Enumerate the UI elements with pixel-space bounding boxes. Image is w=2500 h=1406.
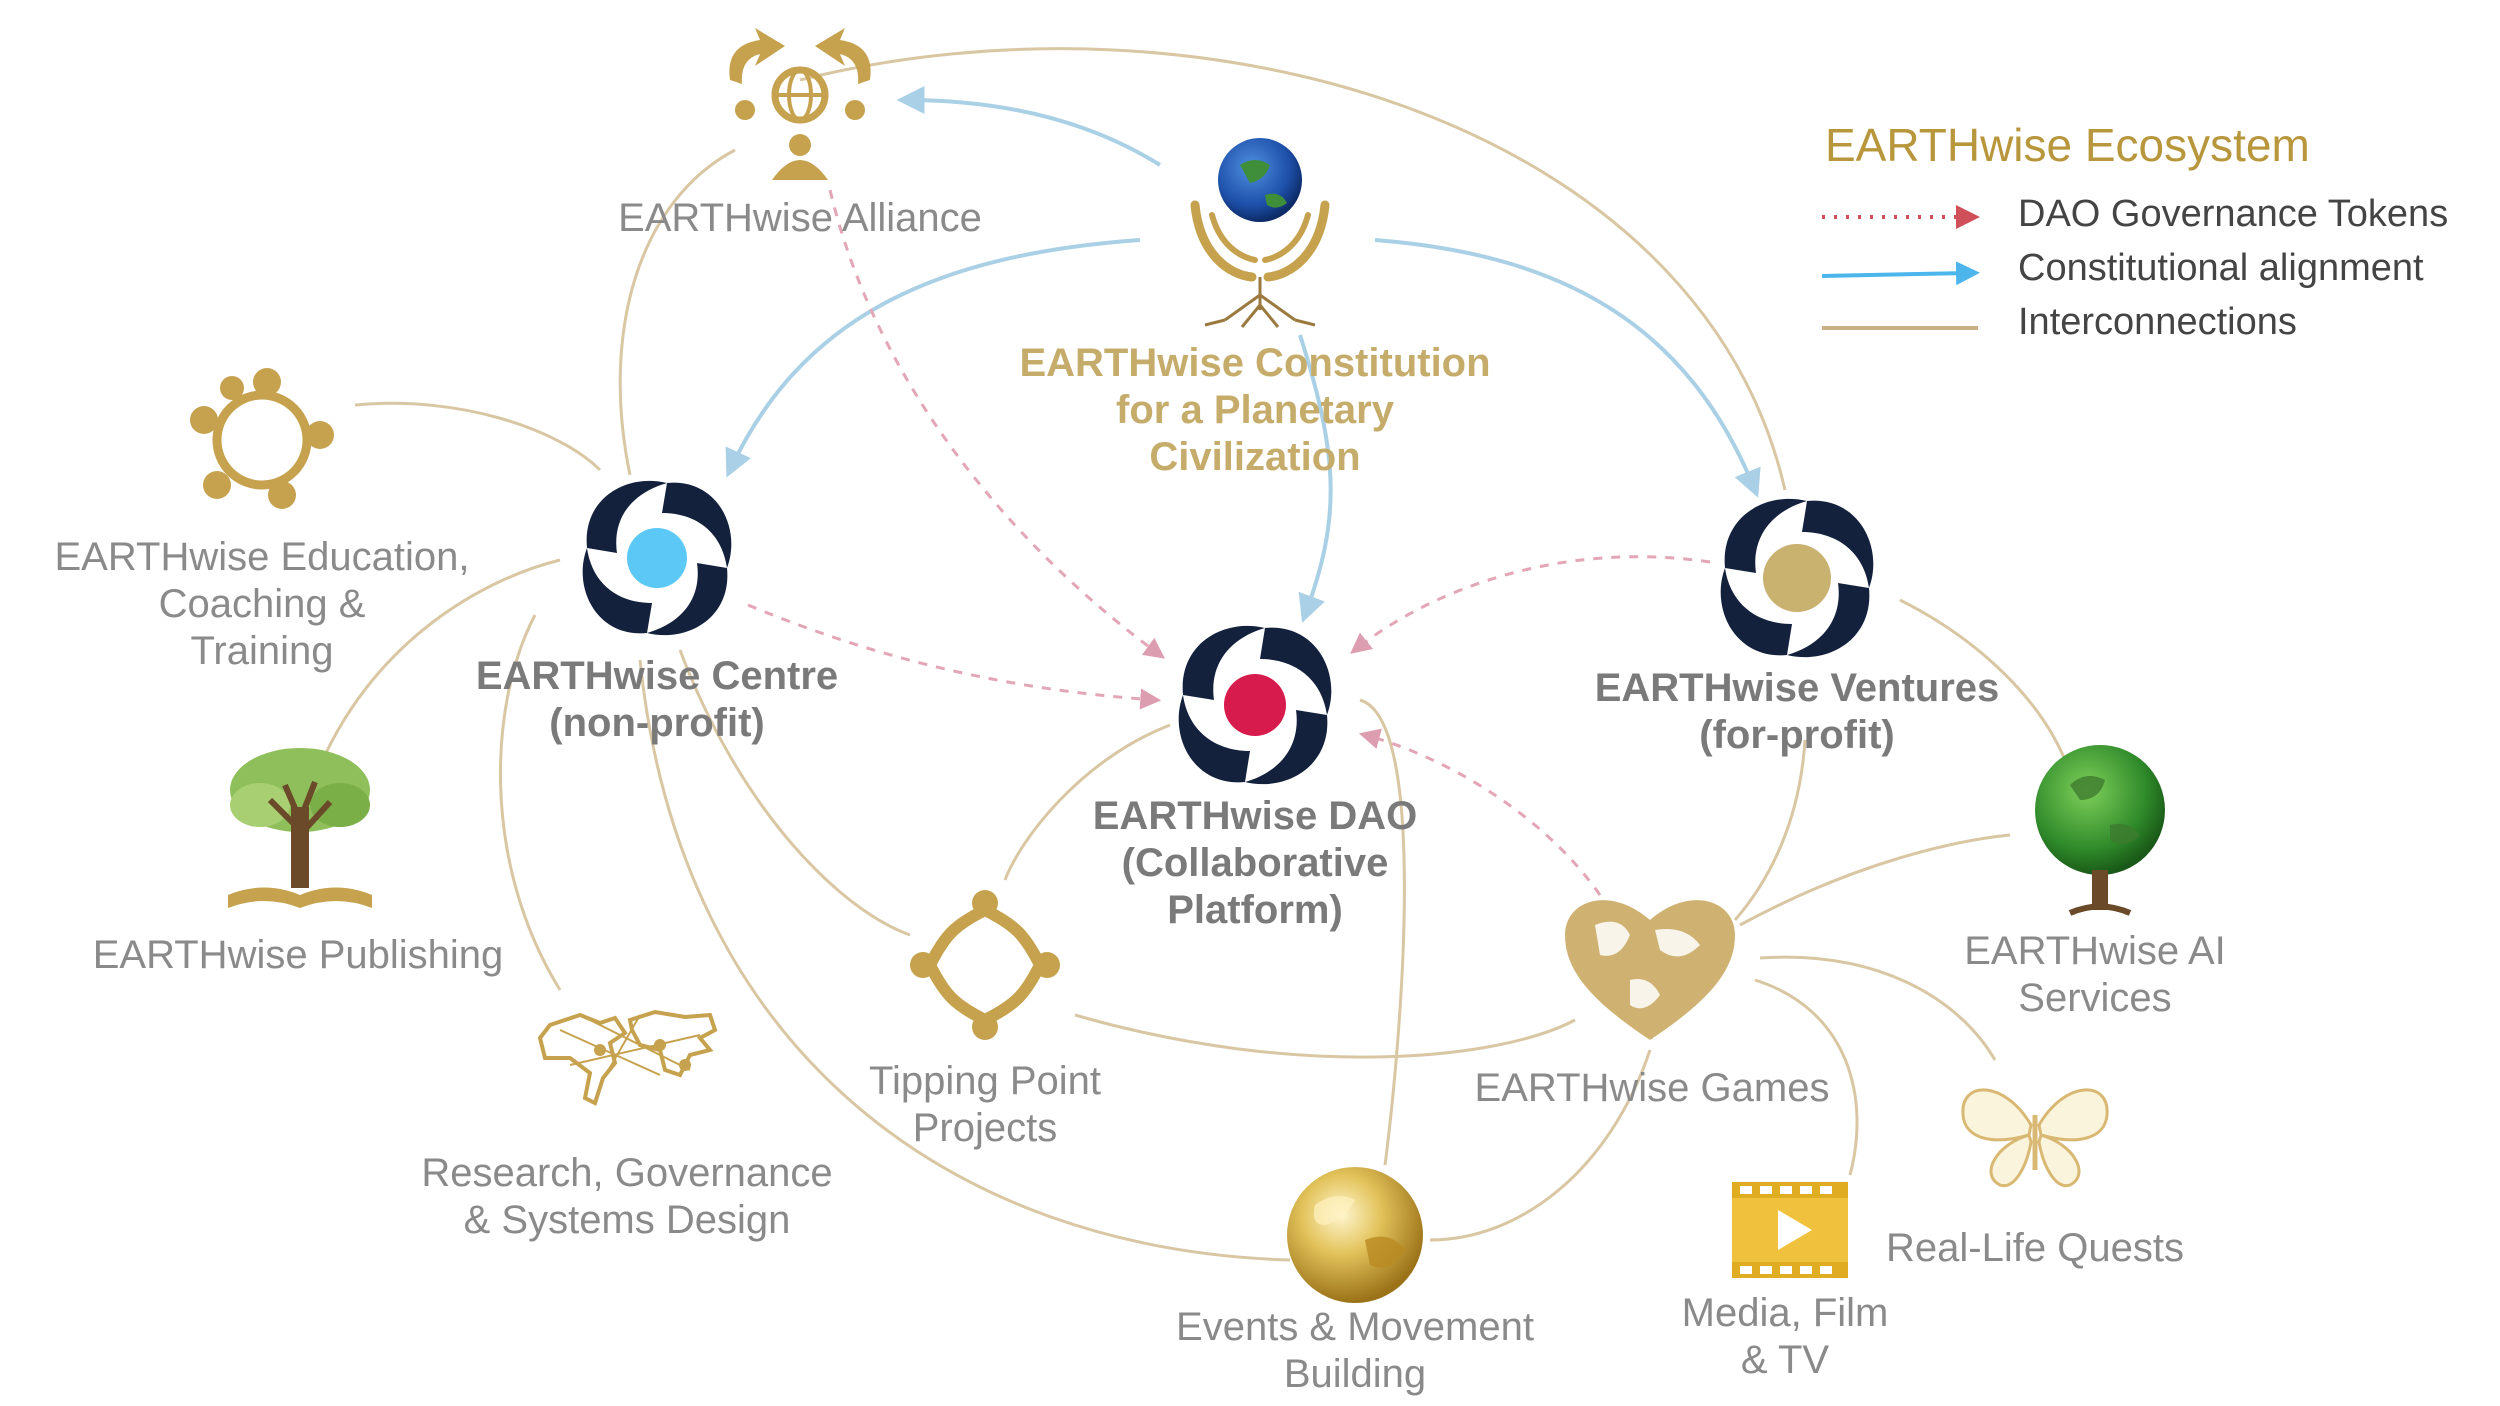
legend-title: EARTHwise Ecosystem xyxy=(1825,119,2310,171)
constitutional-arrows xyxy=(725,86,1761,623)
legend-item-governance: DAO Governance Tokens xyxy=(2018,193,2449,235)
ai-label: EARTHwise AI Services xyxy=(1964,929,2226,1021)
line-centre-tipping xyxy=(678,649,911,937)
token-alliance-dao xyxy=(828,189,1166,659)
line-tipping-games xyxy=(1074,1013,1576,1059)
interconnection-lines xyxy=(323,47,2067,1262)
green-tree-globe-icon xyxy=(2035,745,2165,916)
publishing-label: EARTHwise Publishing xyxy=(92,933,504,977)
people-around-globe-icon xyxy=(729,28,871,180)
gold-globe-icon xyxy=(1287,1167,1423,1303)
arrow-constitution-alliance xyxy=(896,86,1162,167)
token-ventures-dao xyxy=(1350,555,1711,654)
line-publishing-centre xyxy=(323,558,561,756)
arrow-constitution-dao xyxy=(1298,334,1333,623)
film-play-icon xyxy=(1732,1182,1848,1278)
flower-swirl-icon xyxy=(582,480,732,636)
flower-swirl-icon xyxy=(1178,625,1332,785)
token-games-dao xyxy=(1358,728,1602,896)
line-games-quests xyxy=(1759,955,1997,1061)
heart-world-icon xyxy=(1565,900,1735,1040)
token-centre-dao xyxy=(747,603,1162,710)
tipping-label: Tipping Point Projects xyxy=(869,1059,1101,1151)
governance-arrows xyxy=(747,189,1711,896)
flower-swirl-icon xyxy=(1720,498,1874,658)
legend-item-interconnections: Interconnections xyxy=(2018,301,2297,343)
quests-label: Real-Life Quests xyxy=(1886,1226,2184,1270)
centre-label: EARTHwise Centre (non-profit) xyxy=(475,654,839,746)
people-diamond-icon xyxy=(910,890,1060,1040)
world-map-icon xyxy=(537,1009,718,1106)
dao-label: EARTHwise DAO (Collaborative Platform) xyxy=(1092,794,1418,933)
butterfly-icon xyxy=(1961,1088,2109,1188)
arrow-constitution-ventures xyxy=(1374,238,1761,498)
line-alliance-ventures xyxy=(799,47,1787,491)
games-label: EARTHwise Games xyxy=(1474,1066,1830,1110)
line-research-centre xyxy=(498,614,562,991)
events-label: Events & Movement Building xyxy=(1176,1305,1534,1397)
globe-in-hands-icon xyxy=(1190,138,1330,328)
line-games-ai xyxy=(1739,833,2011,927)
research-label: Research, Governance & Systems Design xyxy=(421,1151,833,1243)
arrow-constitution-centre xyxy=(725,238,1141,478)
education-label: EARTHwise Education, Coaching & Training xyxy=(54,535,470,674)
legend-glyphs xyxy=(1821,205,1980,330)
line-dao-events xyxy=(1359,698,1406,1166)
line-centre-events xyxy=(638,659,1291,1262)
legend-item-constitutional: Constitutional alignment xyxy=(2018,247,2424,289)
people-circle-icon xyxy=(190,368,334,509)
ventures-label: EARTHwise Ventures (for-profit) xyxy=(1594,666,2000,758)
alliance-label: EARTHwise Alliance xyxy=(618,196,982,240)
line-education-centre xyxy=(354,401,602,472)
tree-book-icon xyxy=(228,748,372,908)
line-games-media xyxy=(1754,978,1859,1176)
line-alliance-centre xyxy=(618,148,736,476)
constitution-label: EARTHwise Constitution for a Planetary C… xyxy=(1019,341,1491,480)
legend-blue-line xyxy=(1821,261,1980,286)
line-ventures-ai xyxy=(1899,598,2067,761)
line-ventures-games xyxy=(1733,739,1807,921)
line-dao-tipping xyxy=(1003,723,1171,881)
media-label: Media, Film & TV xyxy=(1681,1291,1889,1383)
line-games-events xyxy=(1429,1049,1652,1242)
